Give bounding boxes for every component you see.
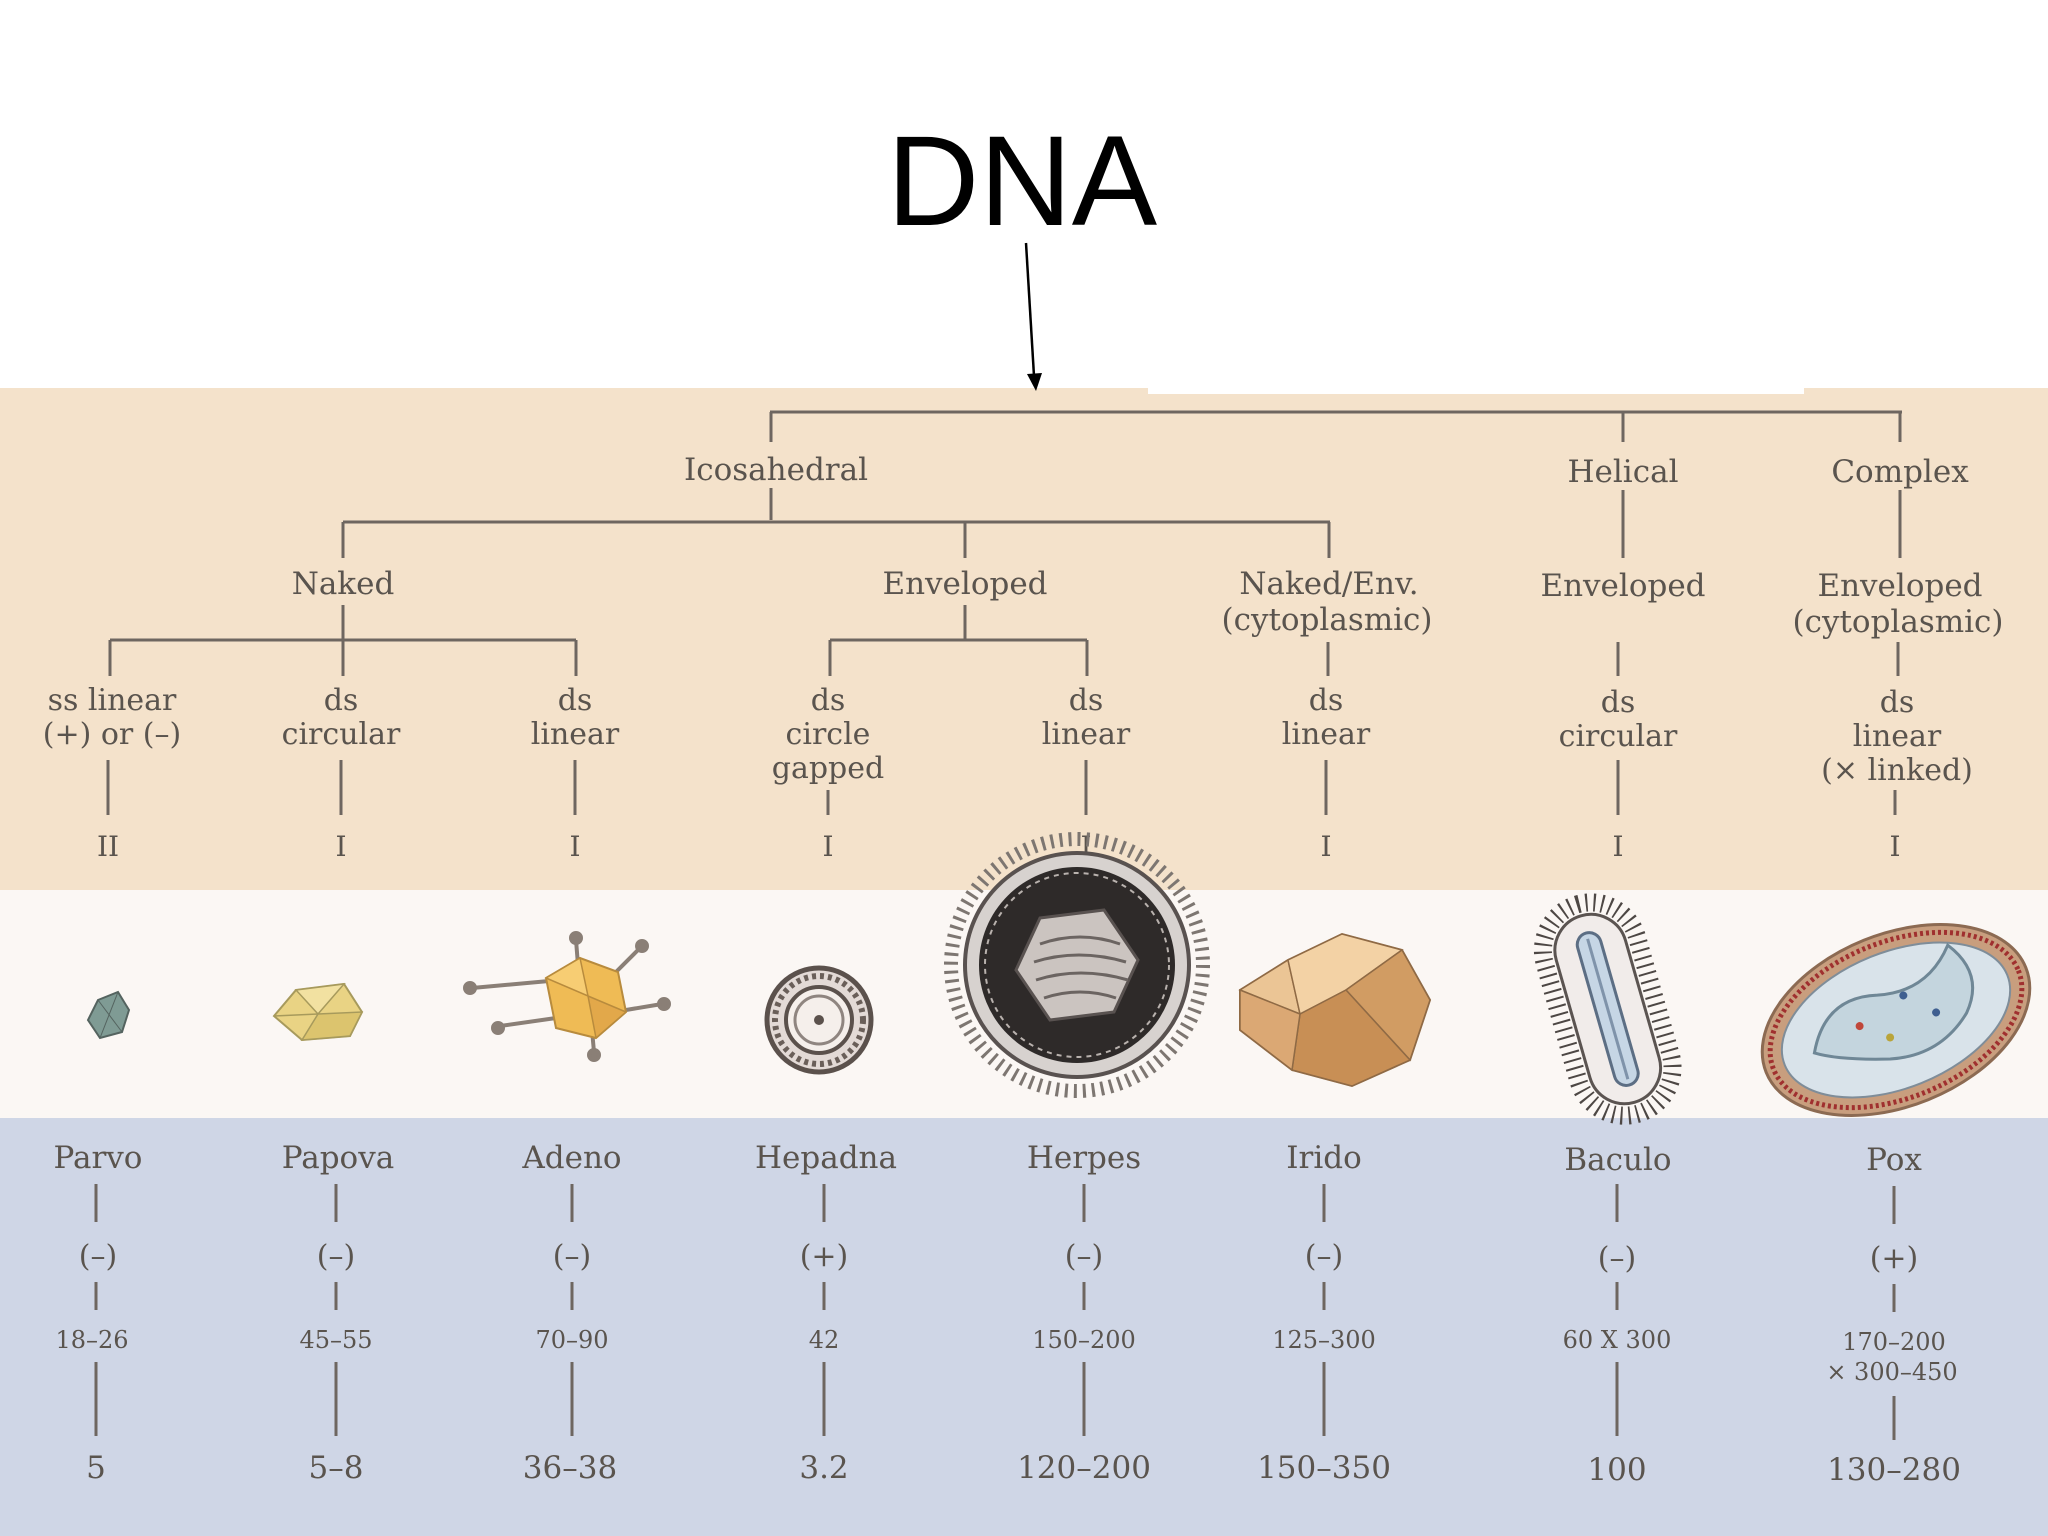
family-size: 42 — [809, 1326, 840, 1354]
class-label: I — [1080, 830, 1091, 863]
class-label: I — [822, 830, 833, 863]
class-label: I — [335, 830, 346, 863]
family-name: Adeno — [521, 1140, 621, 1176]
family-sense: (+) — [800, 1239, 849, 1274]
genome-label: circle — [786, 717, 871, 752]
parvo-virion-icon — [86, 990, 131, 1040]
genome-label: circular — [282, 717, 401, 752]
family-sense: (–) — [79, 1239, 117, 1274]
baculo-virion-icon — [1533, 893, 1682, 1125]
genome-label: ds — [1880, 685, 1915, 720]
family-table-lines — [94, 1184, 1896, 1440]
family-size: 170–200 — [1842, 1328, 1946, 1356]
node-icosahedral: Icosahedral — [684, 452, 868, 488]
class-label: I — [1320, 830, 1331, 863]
node-enveloped-helical: Enveloped — [1540, 568, 1705, 604]
genome-label: circular — [1559, 719, 1678, 754]
family-name: Irido — [1286, 1140, 1362, 1176]
genome-label: (+) or (–) — [43, 717, 181, 752]
family-size: 60 X 300 — [1563, 1326, 1672, 1354]
genome-label: linear — [531, 717, 620, 752]
genome-label: ds — [1601, 685, 1636, 720]
family-genome-size: 5 — [86, 1450, 106, 1486]
family-name: Baculo — [1564, 1142, 1671, 1178]
family-genome-size: 150–350 — [1257, 1450, 1391, 1486]
node-enveloped-complex-cytoplasmic: (cytoplasmic) — [1792, 604, 2003, 640]
family-sense: (–) — [1598, 1241, 1636, 1276]
family-name: Hepadna — [755, 1140, 897, 1176]
class-label: I — [569, 830, 580, 863]
node-complex: Complex — [1831, 454, 1969, 490]
arrow-icon — [1024, 242, 1042, 391]
family-name: Herpes — [1027, 1140, 1141, 1176]
node-naked-env: Naked/Env. — [1239, 566, 1418, 602]
node-naked: Naked — [292, 566, 395, 602]
genome-label: ds — [558, 683, 593, 718]
family-sense: (–) — [1305, 1239, 1343, 1274]
genome-label: (× linked) — [1821, 753, 1973, 788]
class-label: II — [97, 830, 119, 863]
genome-label: ss linear — [48, 683, 177, 718]
node-enveloped-icosa: Enveloped — [882, 566, 1047, 602]
family-genome-size: 120–200 — [1017, 1450, 1151, 1486]
family-size: 70–90 — [535, 1326, 608, 1354]
family-size: 45–55 — [299, 1326, 372, 1354]
genome-label: ds — [324, 683, 359, 718]
node-helical: Helical — [1568, 454, 1679, 490]
family-size: 18–26 — [55, 1326, 128, 1354]
genome-label: linear — [1282, 717, 1371, 752]
herpes-virion-icon — [944, 832, 1210, 1098]
family-sense: (–) — [553, 1239, 591, 1274]
genome-label: linear — [1853, 719, 1942, 754]
adeno-virion-icon — [463, 931, 671, 1062]
family-genome-size: 3.2 — [799, 1450, 848, 1486]
node-enveloped-complex: Enveloped — [1817, 568, 1982, 604]
class-label: I — [1612, 830, 1623, 863]
family-genome-size: 100 — [1587, 1452, 1646, 1488]
family-genome-size: 130–280 — [1827, 1452, 1961, 1488]
family-genome-size: 5–8 — [309, 1450, 364, 1486]
family-sense: (–) — [317, 1239, 355, 1274]
family-size: 150–200 — [1032, 1326, 1136, 1354]
papova-virion-icon — [272, 982, 364, 1042]
family-size: 125–300 — [1272, 1326, 1376, 1354]
genome-label: ds — [1069, 683, 1104, 718]
tree-lines — [106, 410, 1902, 815]
genome-label: ds — [811, 683, 846, 718]
family-size: × 300–450 — [1826, 1358, 1957, 1386]
family-genome-size: 36–38 — [523, 1450, 617, 1486]
genome-label: gapped — [772, 751, 884, 786]
table-band — [0, 1118, 2048, 1536]
hepadna-virion-icon — [764, 965, 874, 1075]
family-name: Pox — [1866, 1142, 1922, 1178]
class-label: I — [1889, 830, 1900, 863]
irido-virion-icon — [1238, 932, 1432, 1088]
family-sense: (–) — [1065, 1239, 1103, 1274]
family-name: Parvo — [54, 1140, 143, 1176]
pox-virion-icon — [1760, 923, 2032, 1117]
node-naked-env-cytoplasmic: (cytoplasmic) — [1221, 602, 1432, 638]
genome-label: ds — [1309, 683, 1344, 718]
genome-label: linear — [1042, 717, 1131, 752]
family-sense: (+) — [1870, 1241, 1919, 1276]
family-name: Papova — [282, 1140, 394, 1176]
page-title: DNA — [886, 110, 1158, 253]
